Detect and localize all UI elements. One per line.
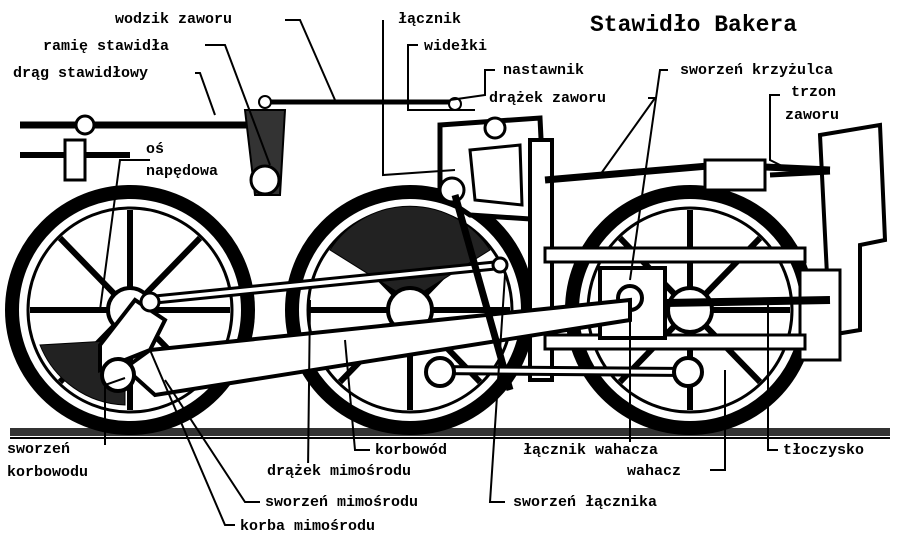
label-wahacz: wahacz bbox=[625, 463, 684, 480]
diagram-title: Stawidło Bakera bbox=[590, 12, 798, 38]
label-nastawnik: nastawnik bbox=[501, 62, 587, 79]
label-wodzik-zaworu: wodzik zaworu bbox=[113, 11, 235, 28]
label-os-napedowa-line1: oś bbox=[144, 141, 167, 158]
label-lacznik: łącznik bbox=[396, 11, 464, 28]
label-sworzen-korbowodu-line1: sworzeń bbox=[5, 441, 73, 458]
gear-frame bbox=[437, 115, 548, 223]
label-korba-mimosrodu: korba mimośrodu bbox=[238, 518, 378, 535]
label-drag-stawidlowy: drąg stawidłowy bbox=[11, 65, 151, 82]
label-drazek-mimosrodu: drążek mimośrodu bbox=[265, 463, 414, 480]
label-trzon-zaworu-line2: zaworu bbox=[783, 107, 842, 124]
label-sworzen-krzyzulca: sworzeń krzyżulca bbox=[678, 62, 836, 79]
label-drazek-zaworu: drążek zaworu bbox=[487, 90, 609, 107]
label-trzon-zaworu-line1: trzon bbox=[789, 84, 839, 101]
label-sworzen-mimosrodu: sworzeń mimośrodu bbox=[263, 494, 421, 511]
label-sworzen-korbowodu-line2: korbowodu bbox=[5, 464, 91, 481]
label-widelki: widełki bbox=[422, 38, 490, 55]
label-ramie-stawidla: ramię stawidła bbox=[41, 38, 172, 55]
wheel-middle bbox=[285, 185, 535, 435]
label-lacznik-wahacza: łącznik wahacza bbox=[521, 442, 661, 459]
label-tloczysko: tłoczysko bbox=[781, 442, 867, 459]
label-korbowod: korbowód bbox=[373, 442, 450, 459]
label-os-napedowa-line2: napędowa bbox=[144, 163, 221, 180]
label-sworzen-lacznika: sworzeń łącznika bbox=[511, 494, 660, 511]
rail bbox=[10, 428, 890, 436]
